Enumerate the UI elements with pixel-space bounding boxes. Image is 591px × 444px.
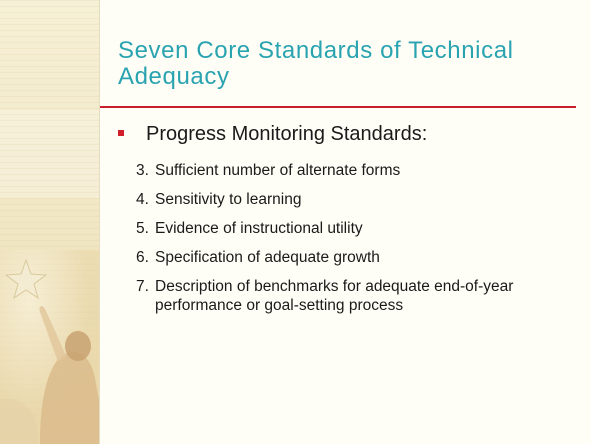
list-item-number: 7. <box>136 278 149 295</box>
list-item-text: Sufficient number of alternate forms <box>155 162 401 179</box>
square-bullet-icon <box>118 130 124 136</box>
list-item-text: Evidence of instructional utility <box>155 220 363 237</box>
list-item: 5. Evidence of instructional utility <box>136 219 576 238</box>
list-item-number: 5. <box>136 220 149 237</box>
slide-title: Seven Core Standards of Technical Adequa… <box>118 37 514 90</box>
list-item: 6. Specification of adequate growth <box>136 248 576 267</box>
sidebar-illustration <box>0 250 99 444</box>
list-item-number: 3. <box>136 162 149 179</box>
title-underline <box>100 106 576 108</box>
star-icon <box>4 258 48 300</box>
list-item-number: 4. <box>136 191 149 208</box>
standards-list: 3. Sufficient number of alternate forms … <box>136 161 576 325</box>
sidebar-divider <box>99 0 100 444</box>
list-item: 3. Sufficient number of alternate forms <box>136 161 576 180</box>
list-item: 4. Sensitivity to learning <box>136 190 576 209</box>
list-item-number: 6. <box>136 249 149 266</box>
list-item: 7. Description of benchmarks for adequat… <box>136 277 576 315</box>
list-item-text: Description of benchmarks for adequate e… <box>155 278 514 314</box>
list-item-text: Sensitivity to learning <box>155 191 302 208</box>
list-item-text: Specification of adequate growth <box>155 249 380 266</box>
bullet-heading: Progress Monitoring Standards: <box>146 123 428 145</box>
figure-silhouette <box>40 351 99 444</box>
